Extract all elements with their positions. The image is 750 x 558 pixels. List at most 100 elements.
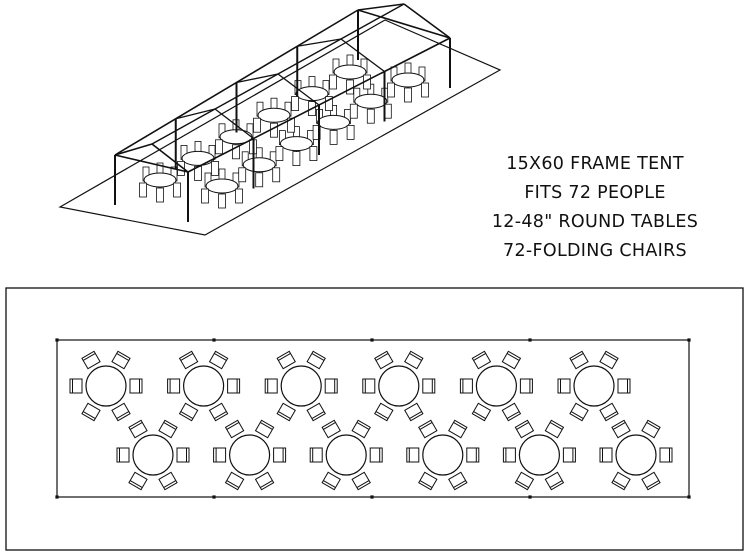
spec-tent-size: 15X60 FRAME TENT (506, 154, 684, 174)
isometric-tabletop (242, 157, 276, 173)
chair-seat (569, 402, 589, 422)
isometric-table (387, 62, 429, 103)
chair-seat (306, 350, 326, 370)
tent-post (370, 338, 374, 342)
isometric-tabletop (295, 86, 329, 102)
folding-chair (562, 447, 576, 463)
spec-capacity: FITS 72 PEOPLE (524, 183, 666, 203)
chair-back (570, 411, 584, 419)
folding-chair (544, 471, 565, 491)
folding-chair (178, 350, 199, 370)
folding-chair (254, 471, 275, 491)
isometric-tabletop (317, 114, 351, 130)
tent-post (687, 338, 691, 342)
folding-chair (418, 419, 438, 439)
folding-chair (599, 402, 619, 422)
chair-back (612, 422, 626, 430)
isometric-chair (291, 96, 299, 111)
chair-seat (227, 378, 241, 394)
folding-chair (158, 419, 178, 439)
chair-back (129, 480, 143, 488)
folding-chair (128, 419, 148, 439)
chair-seat (514, 419, 535, 439)
rafter (340, 38, 385, 73)
isometric-chair (329, 74, 337, 90)
chair-back (506, 411, 520, 419)
rafter (297, 38, 342, 47)
chair-seat (116, 447, 130, 463)
folding-chair (224, 471, 245, 491)
round-table (85, 365, 127, 407)
isometric-tabletop (143, 172, 177, 188)
chair-seat (544, 471, 565, 491)
folding-chair (418, 471, 438, 491)
folding-chair (599, 447, 613, 463)
chair-seat (309, 447, 323, 463)
isometric-chair (232, 144, 240, 160)
isometric-tabletop (181, 150, 215, 166)
folding-chair (611, 419, 631, 439)
isometric-tables (139, 54, 429, 209)
floor-plan-table (69, 350, 143, 422)
chair-seat (466, 447, 480, 463)
chair-seat (611, 419, 631, 439)
spec-tables: 12-48" ROUND TABLES (491, 212, 699, 232)
folding-chair (276, 350, 296, 370)
round-table (573, 365, 615, 407)
chair-seat (276, 402, 296, 422)
isometric-chair (325, 96, 333, 111)
floor-plan-table (213, 419, 287, 491)
chair-seat (448, 471, 468, 491)
chair-back (375, 411, 389, 419)
chair-seat (617, 378, 631, 394)
chair-seat (111, 402, 131, 422)
folding-chair (264, 378, 278, 394)
chair-back (323, 422, 336, 430)
chair-back (604, 353, 618, 361)
chair-seat (569, 350, 589, 370)
folding-chair (158, 471, 178, 491)
chair-seat (448, 419, 468, 439)
chair-seat (273, 447, 287, 463)
rafter (277, 73, 320, 106)
isometric-chair (215, 139, 223, 155)
folding-chair (569, 350, 589, 370)
chair-back (356, 422, 370, 430)
isometric-table (238, 147, 281, 188)
tent-frame-isometric (114, 3, 451, 222)
isometric-chair (275, 146, 284, 162)
folding-chair (128, 471, 148, 491)
isometric-chair (211, 160, 219, 176)
chair-seat (502, 447, 516, 463)
floor-plan-table (599, 419, 673, 491)
rafter (114, 143, 153, 156)
folding-chair (224, 419, 245, 439)
isometric-tabletop (279, 136, 313, 152)
round-table (615, 434, 657, 476)
chair-back (214, 411, 227, 419)
folding-chair (611, 471, 631, 491)
chair-seat (599, 402, 619, 422)
rafter (357, 3, 405, 11)
round-table (378, 365, 420, 407)
chair-seat (178, 350, 199, 370)
chair-back (226, 422, 240, 430)
floor-plan-table (406, 419, 480, 491)
floor-plan-table (362, 350, 436, 422)
gable-beam (357, 9, 451, 39)
folding-chair (208, 350, 229, 370)
tent-post (528, 338, 532, 342)
folding-chair (306, 402, 326, 422)
chair-seat (81, 402, 101, 422)
folding-chair (309, 447, 323, 463)
folding-chair (306, 350, 326, 370)
folding-chair (557, 378, 571, 394)
chair-seat (557, 378, 571, 394)
chair-seat (306, 402, 326, 422)
isometric-table (177, 140, 219, 181)
chair-back (419, 480, 433, 488)
chair-seat (128, 471, 148, 491)
folding-chair (321, 471, 341, 491)
chair-seat (599, 447, 613, 463)
chair-seat (351, 471, 371, 491)
